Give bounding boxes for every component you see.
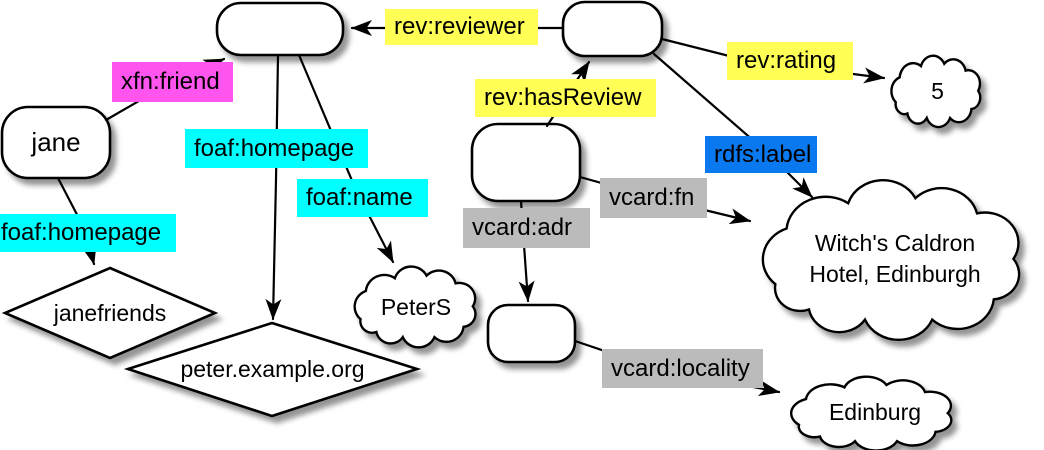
edge-label-vcard-fn: vcard:fn [600, 178, 707, 218]
literal-peters: PeterS [380, 293, 452, 320]
literal-rating-5: 5 [931, 77, 944, 104]
literal-hotel-name-line1: Witch's Caldron [814, 229, 976, 256]
edge-label-rdfs-label: rdfs:label [705, 136, 817, 173]
literal-hotel-name-line2: Hotel, Edinburgh [809, 261, 981, 287]
cloud-rating-5 [891, 56, 980, 127]
node-address-blank [486, 303, 577, 364]
cloud-hotel-name [763, 180, 1019, 340]
edge-label-foaf-homepage-person: foaf:homepage [185, 129, 368, 168]
node-hotel-blank [470, 122, 582, 203]
edge-foaf-homepage-person [265, 53, 282, 321]
edge-label-rev-reviewer: rev:reviewer [385, 9, 538, 45]
literal-peter-homepage: peter.example.org [180, 355, 365, 382]
literal-edinburg: Edinburg [828, 398, 922, 425]
node-label-jane: jane [31, 127, 81, 157]
literal-hotel-name: Witch's Caldron Hotel, Edinburgh [775, 226, 1015, 292]
edge-label-vcard-locality: vcard:locality [602, 349, 763, 388]
literal-janefriends: janefriends [53, 299, 167, 326]
edge-label-rev-has-review: rev:hasReview [475, 79, 656, 117]
edge-label-foaf-name: foaf:name [297, 179, 428, 217]
cloud-peters [355, 267, 476, 348]
node-jane [0, 105, 112, 180]
edge-label-xfn-friend: xfn:friend [112, 62, 233, 102]
edge-label-vcard-adr: vcard:adr [463, 208, 590, 248]
node-review-blank [561, 0, 664, 58]
edge-label-rev-rating: rev:rating [727, 42, 853, 80]
diamond-peter-homepage [123, 321, 422, 418]
cloud-edinburg [791, 377, 951, 450]
diamond-janefriends [1, 266, 219, 360]
node-person-blank [215, 1, 345, 57]
edge-label-foaf-homepage-jane: foaf:homepage [0, 214, 176, 252]
